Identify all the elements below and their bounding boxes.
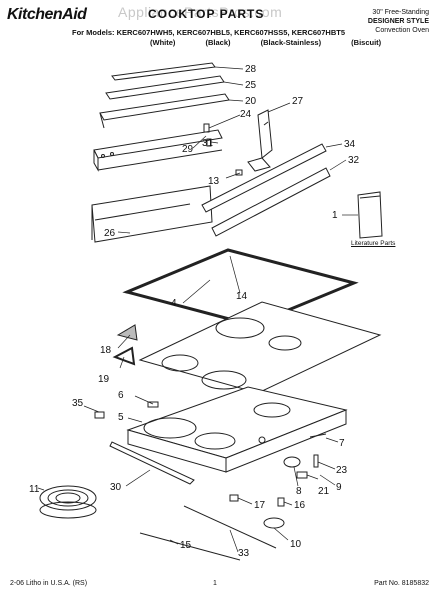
part-8 (283, 456, 301, 468)
control-panel-frame (93, 129, 223, 172)
panel-34 (201, 143, 327, 213)
callout-33: 33 (238, 548, 250, 559)
callout-19: 19 (98, 374, 110, 385)
callout-6: 6 (118, 390, 124, 401)
color-white: (White) (150, 38, 176, 47)
product-description: 30" Free-Standing DESIGNER STYLE Convect… (368, 8, 429, 35)
burner-box-5 (126, 386, 348, 473)
part-35 (94, 411, 105, 419)
cooktop-seal-14 (122, 248, 359, 327)
part-23 (313, 454, 319, 468)
callout-17: 17 (254, 500, 266, 511)
callout-31: 31 (202, 138, 214, 149)
part-24 (203, 123, 210, 133)
footer-litho: 2-06 Litho in U.S.A. (RS) (10, 580, 88, 587)
wire-15 (139, 532, 241, 561)
callout-11: 11 (29, 484, 40, 495)
callout-35: 35 (72, 398, 84, 409)
callout-14: 14 (236, 291, 248, 302)
literature-parts-label: Literature Parts (351, 240, 396, 247)
callout-27: 27 (292, 96, 304, 107)
callout-34: 34 (344, 139, 356, 150)
corner-piece-19 (112, 346, 136, 366)
callout-25: 25 (245, 80, 257, 91)
callout-15: 15 (180, 540, 192, 551)
heating-element-11 (39, 485, 97, 519)
trim-strip-28 (111, 62, 216, 81)
callout-23: 23 (336, 465, 348, 476)
watermark: AppliancePartsPros.com (118, 4, 283, 20)
callout-5: 5 (118, 412, 124, 423)
glass-cooktop (138, 301, 382, 394)
color-black-stainless: (Black-Stainless) (260, 38, 322, 47)
callout-8: 8 (296, 486, 302, 497)
trim-strip-20 (99, 93, 230, 129)
part-31 (206, 138, 212, 147)
wire-33 (183, 505, 277, 549)
callout-26: 26 (104, 228, 116, 239)
callout-9: 9 (336, 482, 342, 493)
panel-32 (211, 167, 331, 237)
part-10 (263, 517, 285, 529)
model-list: For Models: KERC607HWH5, KERC607HBL5, KE… (72, 28, 345, 37)
model-colors: (White) (Black) (Black-Stainless) (Biscu… (150, 38, 409, 47)
callout-21: 21 (318, 486, 330, 497)
product-line-3: Convection Oven (375, 27, 429, 34)
callout-29: 29 (182, 144, 194, 155)
rear-panel-26 (91, 185, 213, 243)
part-7 (309, 433, 327, 438)
part-13 (235, 169, 243, 176)
callout-30: 30 (110, 482, 122, 493)
callout-32: 32 (348, 155, 360, 166)
callout-28: 28 (245, 64, 257, 75)
trim-strip-25 (105, 75, 225, 100)
brand-logo: KitchenAid (7, 6, 87, 23)
part-16 (277, 497, 285, 507)
part-17 (229, 494, 239, 502)
callout-7: 7 (339, 438, 345, 449)
bracket-27 (247, 109, 273, 172)
rail-30 (109, 441, 195, 485)
color-biscuit: (Biscuit) (351, 38, 382, 47)
callout-16: 16 (294, 500, 306, 511)
product-line-1: 30" Free-Standing (372, 9, 429, 16)
footer-page-number: 1 (213, 580, 217, 587)
part-6 (147, 401, 159, 408)
product-line-2: DESIGNER STYLE (367, 18, 429, 25)
callout-10: 10 (290, 539, 302, 550)
callout-4: 4 (171, 298, 177, 309)
part-21 (296, 471, 308, 479)
callout-20: 20 (245, 96, 257, 107)
callout-13: 13 (208, 176, 220, 187)
color-black: (Black) (205, 38, 231, 47)
callout-24: 24 (240, 109, 252, 120)
callout-18: 18 (100, 345, 112, 356)
leader-lines (37, 66, 358, 553)
page-title: COOKTOP PARTS (148, 7, 265, 21)
literature-booklet (357, 191, 383, 239)
callout-1: 1 (332, 210, 338, 221)
footer-part-number: Part No. 8185832 (374, 580, 429, 587)
